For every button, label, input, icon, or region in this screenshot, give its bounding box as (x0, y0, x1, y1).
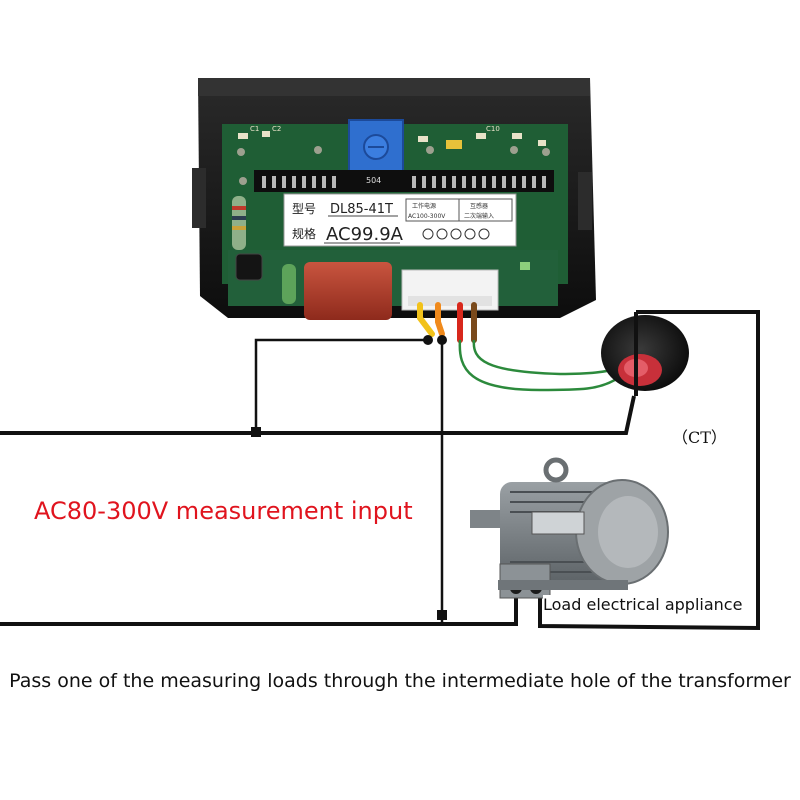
tap-wire-top (254, 338, 428, 433)
svg-text:C10: C10 (486, 125, 500, 133)
motor-shaft (470, 510, 504, 528)
spec-value: AC99.9A (326, 224, 404, 245)
diagram-caption: Pass one of the measuring loads through … (9, 670, 791, 692)
smd-components (238, 131, 546, 146)
ct-label: （CT） (672, 428, 727, 447)
orange-lead (435, 302, 445, 337)
svg-text:C2: C2 (272, 125, 281, 133)
junction-dots (251, 335, 447, 620)
solder-pads (237, 146, 550, 185)
junction-lead-b (437, 335, 447, 345)
neutral-wire-bottom (0, 594, 518, 626)
smd-tantalum (446, 140, 462, 149)
sensor-label: 互感器 (470, 202, 488, 210)
left-clip (192, 168, 206, 228)
power-label: 工作电源 (412, 202, 436, 210)
junction-top (251, 427, 261, 437)
yellow-lead (417, 302, 435, 337)
ct-secondary-wires (458, 339, 621, 392)
terminal-circles (422, 228, 490, 240)
spec-prefix: 规格 (292, 226, 316, 241)
spec-label-card (283, 193, 517, 247)
line-wire-top (0, 395, 636, 435)
power-range: AC100-300V (408, 213, 446, 220)
ct-wire-a (458, 339, 619, 392)
power-resistor (232, 196, 246, 250)
motor-foot (498, 580, 628, 590)
board-marks: C1 C2 C10 (250, 125, 500, 133)
pcb-led (520, 262, 530, 270)
connector-leads (417, 302, 477, 343)
load-label: Load electrical appliance (543, 595, 743, 614)
current-transformer (601, 312, 689, 396)
line-wire-right (538, 310, 760, 631)
junction-bottom (437, 610, 447, 620)
pcb-board-lower (228, 250, 558, 306)
housing-rim (198, 78, 590, 96)
black-wiring (0, 310, 760, 631)
pot-code: 504 (366, 176, 381, 185)
display-header (254, 170, 554, 192)
ct-wire-b (472, 339, 621, 376)
electrolytic-capacitor (235, 253, 263, 281)
model-prefix: 型号 (292, 202, 316, 216)
motor-eyebolt (543, 457, 569, 483)
panel-meter-module: C1 C2 C10 (192, 78, 596, 320)
model-number: DL85-41T (330, 202, 393, 217)
green-resistor (282, 264, 296, 304)
sensor-input: 二次端输入 (464, 212, 494, 220)
header-pins (262, 176, 546, 188)
motor-nameplate (531, 511, 585, 535)
measurement-input-label: AC80-300V measurement input (34, 497, 413, 525)
film-capacitor (304, 262, 392, 320)
svg-text:C1: C1 (250, 125, 259, 133)
junction-lead-a (423, 335, 433, 345)
motor-load (470, 457, 669, 599)
right-clip (578, 172, 592, 230)
